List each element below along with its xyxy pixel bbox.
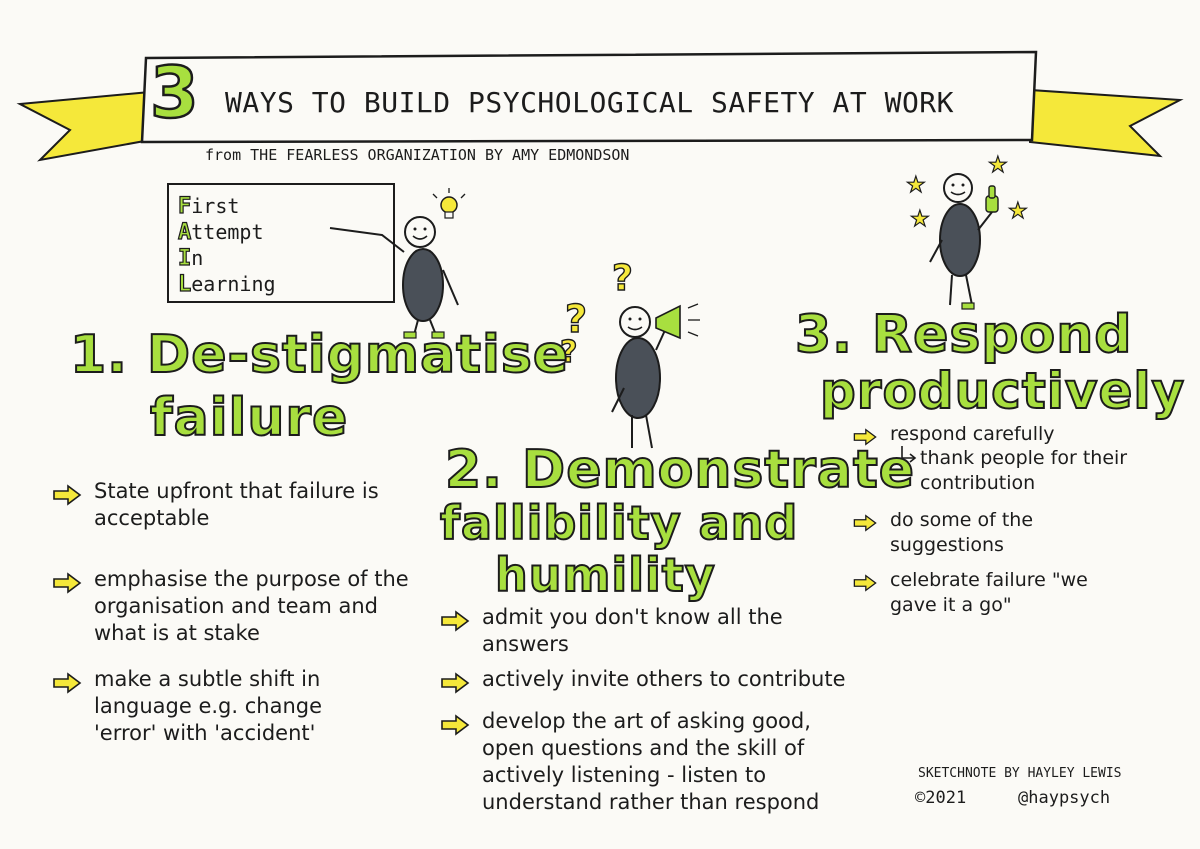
svg-text:?: ?	[565, 297, 587, 341]
section3-bullet: celebrate failure "we gave it a go"	[852, 568, 1152, 618]
credit-line: SKETCHNOTE BY HAYLEY LEWIS	[918, 766, 1122, 781]
section3-bullet: do some of the suggestions	[852, 508, 1152, 558]
stick-figure-presenter	[402, 216, 459, 339]
credit-handle: @haypsych	[1018, 788, 1111, 808]
svg-text:?: ?	[560, 335, 577, 370]
svg-text:?: ?	[612, 258, 633, 299]
section3-bullet: respond carefully	[852, 422, 1152, 447]
credit-year: ©2021	[915, 788, 967, 808]
section1-bullet: make a subtle shift in language e.g. cha…	[52, 666, 372, 747]
section1-bullet: State upfront that failure is acceptable	[52, 478, 392, 532]
section3-heading-line2: productively	[819, 361, 1186, 421]
stick-figure-celebrating	[929, 173, 993, 310]
fail-line-first: First	[177, 193, 240, 219]
section2-bullet: develop the art of asking good, open que…	[440, 708, 860, 816]
fail-whiteboard	[167, 183, 395, 303]
title-number: 3	[149, 52, 200, 134]
thumbs-up-icon	[985, 185, 999, 213]
arrow-icon	[53, 484, 82, 506]
arrow-icon	[441, 610, 470, 632]
lightbulb-icon	[432, 188, 466, 219]
banner-ribbon	[16, 50, 1184, 162]
page-title: WAYS TO BUILD PSYCHOLOGICAL SAFETY AT WO…	[225, 86, 955, 119]
arrow-icon	[441, 714, 470, 736]
star-icon: ★ ★ ★ ★	[905, 152, 1028, 232]
arrow-icon	[53, 572, 82, 594]
megaphone-icon	[655, 303, 700, 340]
section2-bullet: admit you don't know all the answers	[440, 604, 840, 658]
arrow-icon	[853, 428, 877, 446]
section2-heading-line2: fallibility and	[439, 495, 799, 551]
arrow-icon	[53, 672, 82, 694]
arrow-icon	[853, 574, 877, 592]
section3-sub-bullet: thank people for their contribution	[920, 447, 1128, 494]
svg-text:★: ★	[910, 207, 930, 232]
arrow-icon	[853, 514, 877, 532]
section1-bullet: emphasise the purpose of the organisatio…	[52, 566, 412, 647]
stick-figure-megaphone	[611, 306, 667, 449]
svg-text:★: ★	[1008, 199, 1028, 224]
section1-heading: 1. De-stigmatise	[69, 324, 570, 386]
fail-line-learning: Learning	[177, 271, 276, 297]
section2-heading: 2. Demonstrate	[444, 439, 916, 501]
section1-heading-line2: failure	[149, 387, 349, 449]
svg-text:★: ★	[988, 153, 1008, 178]
page-subtitle: from THE FEARLESS ORGANIZATION BY AMY ED…	[205, 146, 630, 164]
question-mark-icon: ? ? ?	[559, 257, 633, 370]
fail-line-attempt: Attempt	[177, 219, 264, 245]
svg-text:★: ★	[906, 173, 926, 198]
section2-bullet: actively invite others to contribute	[440, 666, 860, 694]
fail-line-in: In	[177, 245, 204, 271]
section2-heading-line3: humility	[494, 547, 716, 603]
section3-heading: 3. Respond	[794, 304, 1133, 366]
arrow-icon	[441, 672, 470, 694]
